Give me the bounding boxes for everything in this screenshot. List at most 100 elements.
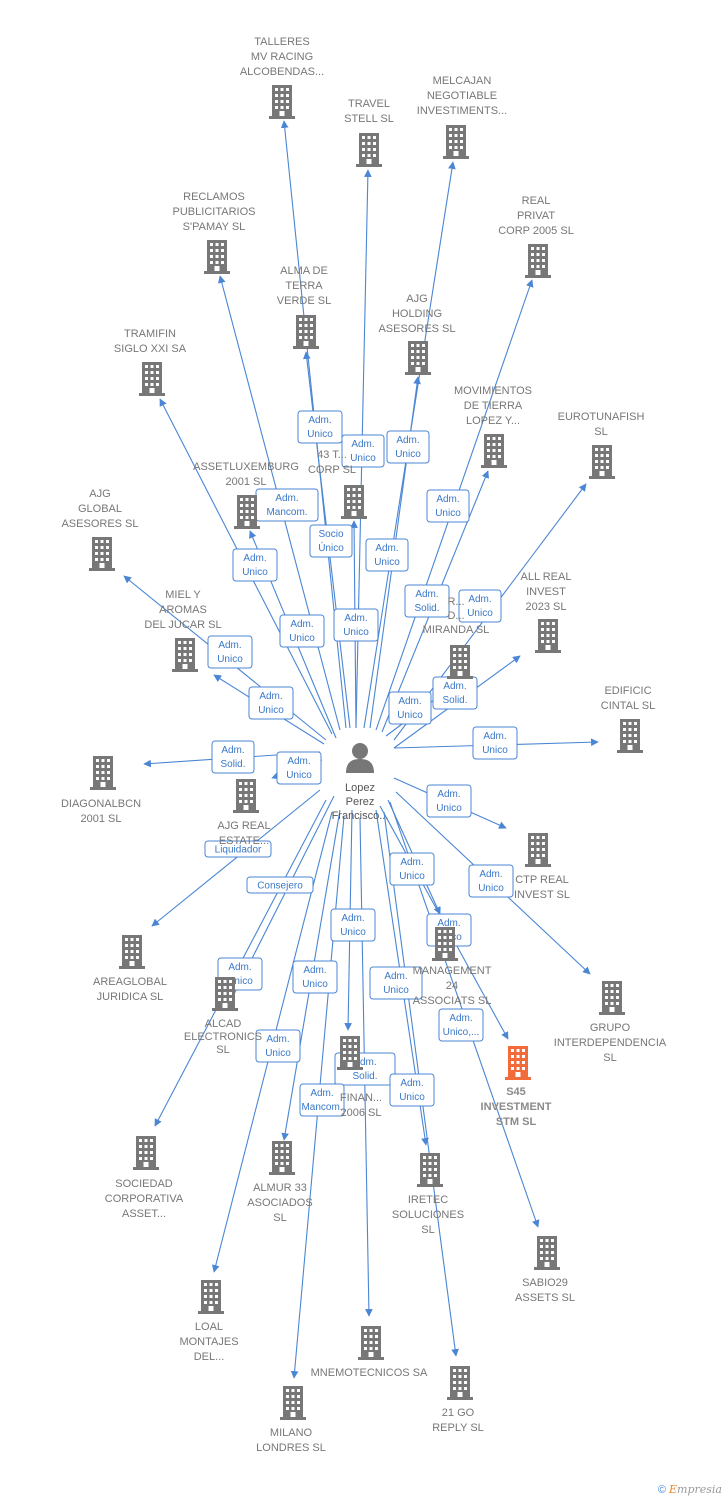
- company-name-line: RECLAMOS: [183, 191, 245, 203]
- role-label-line: Adm.: [396, 435, 419, 446]
- role-badge[interactable]: Adm.Unico: [365, 538, 409, 572]
- center-person[interactable]: Lopez Perez Francisco...: [332, 743, 389, 822]
- role-label-line: Adm.: [436, 494, 459, 505]
- role-label-line: Adm.: [228, 962, 251, 973]
- company-name-line: LOPEZ Y...: [466, 415, 520, 427]
- role-label-line: Adm.: [437, 789, 460, 800]
- company-name-line: CORP 2005 SL: [498, 225, 574, 237]
- role-badge[interactable]: Adm.Unico: [232, 548, 278, 582]
- company-node-mnemo[interactable]: MNEMOTECNICOS SA: [311, 1326, 428, 1379]
- role-badge-box: [211, 740, 255, 774]
- role-badge[interactable]: Adm.Unico: [388, 691, 432, 725]
- role-badge[interactable]: Adm.Unico: [279, 614, 325, 648]
- company-node-corp43[interactable]: 43 T...CORP SL: [308, 449, 367, 519]
- role-badge-box: [330, 908, 376, 942]
- role-label-line: Adm.: [384, 971, 407, 982]
- role-badge[interactable]: Adm.Unico: [426, 489, 470, 523]
- role-badge[interactable]: Adm.Unico: [297, 410, 343, 444]
- company-name-line: TRAMIFIN: [124, 328, 176, 340]
- company-node-ajgreal[interactable]: AJG REALESTATE...: [217, 779, 271, 847]
- role-badge[interactable]: Consejero: [246, 876, 314, 894]
- role-badge[interactable]: Adm.Unico: [389, 1073, 435, 1107]
- role-label-line: Unico: [307, 429, 333, 440]
- role-label-line: Adm.: [483, 731, 506, 742]
- role-badge[interactable]: Adm.Unico,...: [438, 1008, 484, 1042]
- company-node-sociedad[interactable]: SOCIEDADCORPORATIVAASSET...: [105, 1136, 184, 1220]
- role-badge[interactable]: Adm.Unico: [341, 434, 385, 468]
- company-name-line: GLOBAL: [78, 503, 122, 515]
- role-label-line: Solid.: [414, 603, 439, 614]
- role-badge[interactable]: Adm.Unico: [248, 686, 294, 720]
- company-name-line: REAL: [522, 195, 551, 207]
- role-badge[interactable]: Adm.Solid.: [211, 740, 255, 774]
- role-badge[interactable]: Adm.Unico: [255, 1029, 301, 1063]
- role-badge[interactable]: Adm.Unico: [472, 726, 518, 760]
- company-name-line: 2001 SL: [81, 813, 122, 825]
- building-icon: [447, 645, 473, 679]
- role-badge[interactable]: Adm.Unico: [292, 960, 338, 994]
- role-label-line: Unico: [343, 627, 369, 638]
- role-badge-box: [309, 524, 353, 558]
- company-node-finan[interactable]: FINAN...2006 SL: [337, 1036, 382, 1119]
- role-badge[interactable]: Adm.Unico: [333, 608, 379, 642]
- building-icon: [535, 619, 561, 653]
- role-badge[interactable]: Adm. Unico: [369, 966, 423, 1000]
- company-name-line: TRAVEL: [348, 98, 390, 110]
- role-badge-box: [255, 1029, 301, 1063]
- role-badge[interactable]: Adm.Unico: [207, 635, 253, 669]
- company-node-miranda[interactable]: R...D...MIRANDA SL: [423, 596, 490, 679]
- role-badge-box: [246, 876, 314, 894]
- building-icon: [119, 935, 145, 969]
- company-name-line: DEL...: [194, 1351, 225, 1363]
- role-badge[interactable]: Adm.Solid.: [404, 584, 450, 618]
- role-badge[interactable]: Adm.Mancom.: [255, 488, 319, 522]
- role-label-line: Adm.: [341, 913, 364, 924]
- role-badge[interactable]: Adm.Solid.: [432, 676, 478, 710]
- company-node-melcajan[interactable]: MELCAJANNEGOTIABLEINVESTIMENTS...: [417, 75, 507, 159]
- role-badge[interactable]: Adm.Unico: [276, 751, 322, 785]
- role-badge[interactable]: Adm.Unico: [458, 589, 502, 623]
- role-badge[interactable]: Adm.Unico: [386, 430, 430, 464]
- role-label-line: Adm.: [218, 640, 241, 651]
- role-badge[interactable]: Adm.Unico: [468, 864, 514, 898]
- role-label-line: Unico: [383, 985, 409, 996]
- building-icon: [204, 240, 230, 274]
- role-badge[interactable]: Adm.Unico: [330, 908, 376, 942]
- role-badge[interactable]: Adm.Unico: [389, 852, 435, 886]
- company-node-loal[interactable]: LOALMONTAJESDEL...: [179, 1280, 239, 1363]
- company-name-line: MIEL Y: [165, 589, 201, 601]
- footer-brand: © Empresia: [658, 1483, 722, 1496]
- company-name-line: ELECTRONICS: [184, 1031, 262, 1043]
- role-badge[interactable]: Adm.Unico: [426, 784, 472, 818]
- role-badge[interactable]: Adm.Mancom.: [299, 1083, 345, 1117]
- role-badge-box: [248, 686, 294, 720]
- role-badge[interactable]: Liquidador: [204, 840, 272, 858]
